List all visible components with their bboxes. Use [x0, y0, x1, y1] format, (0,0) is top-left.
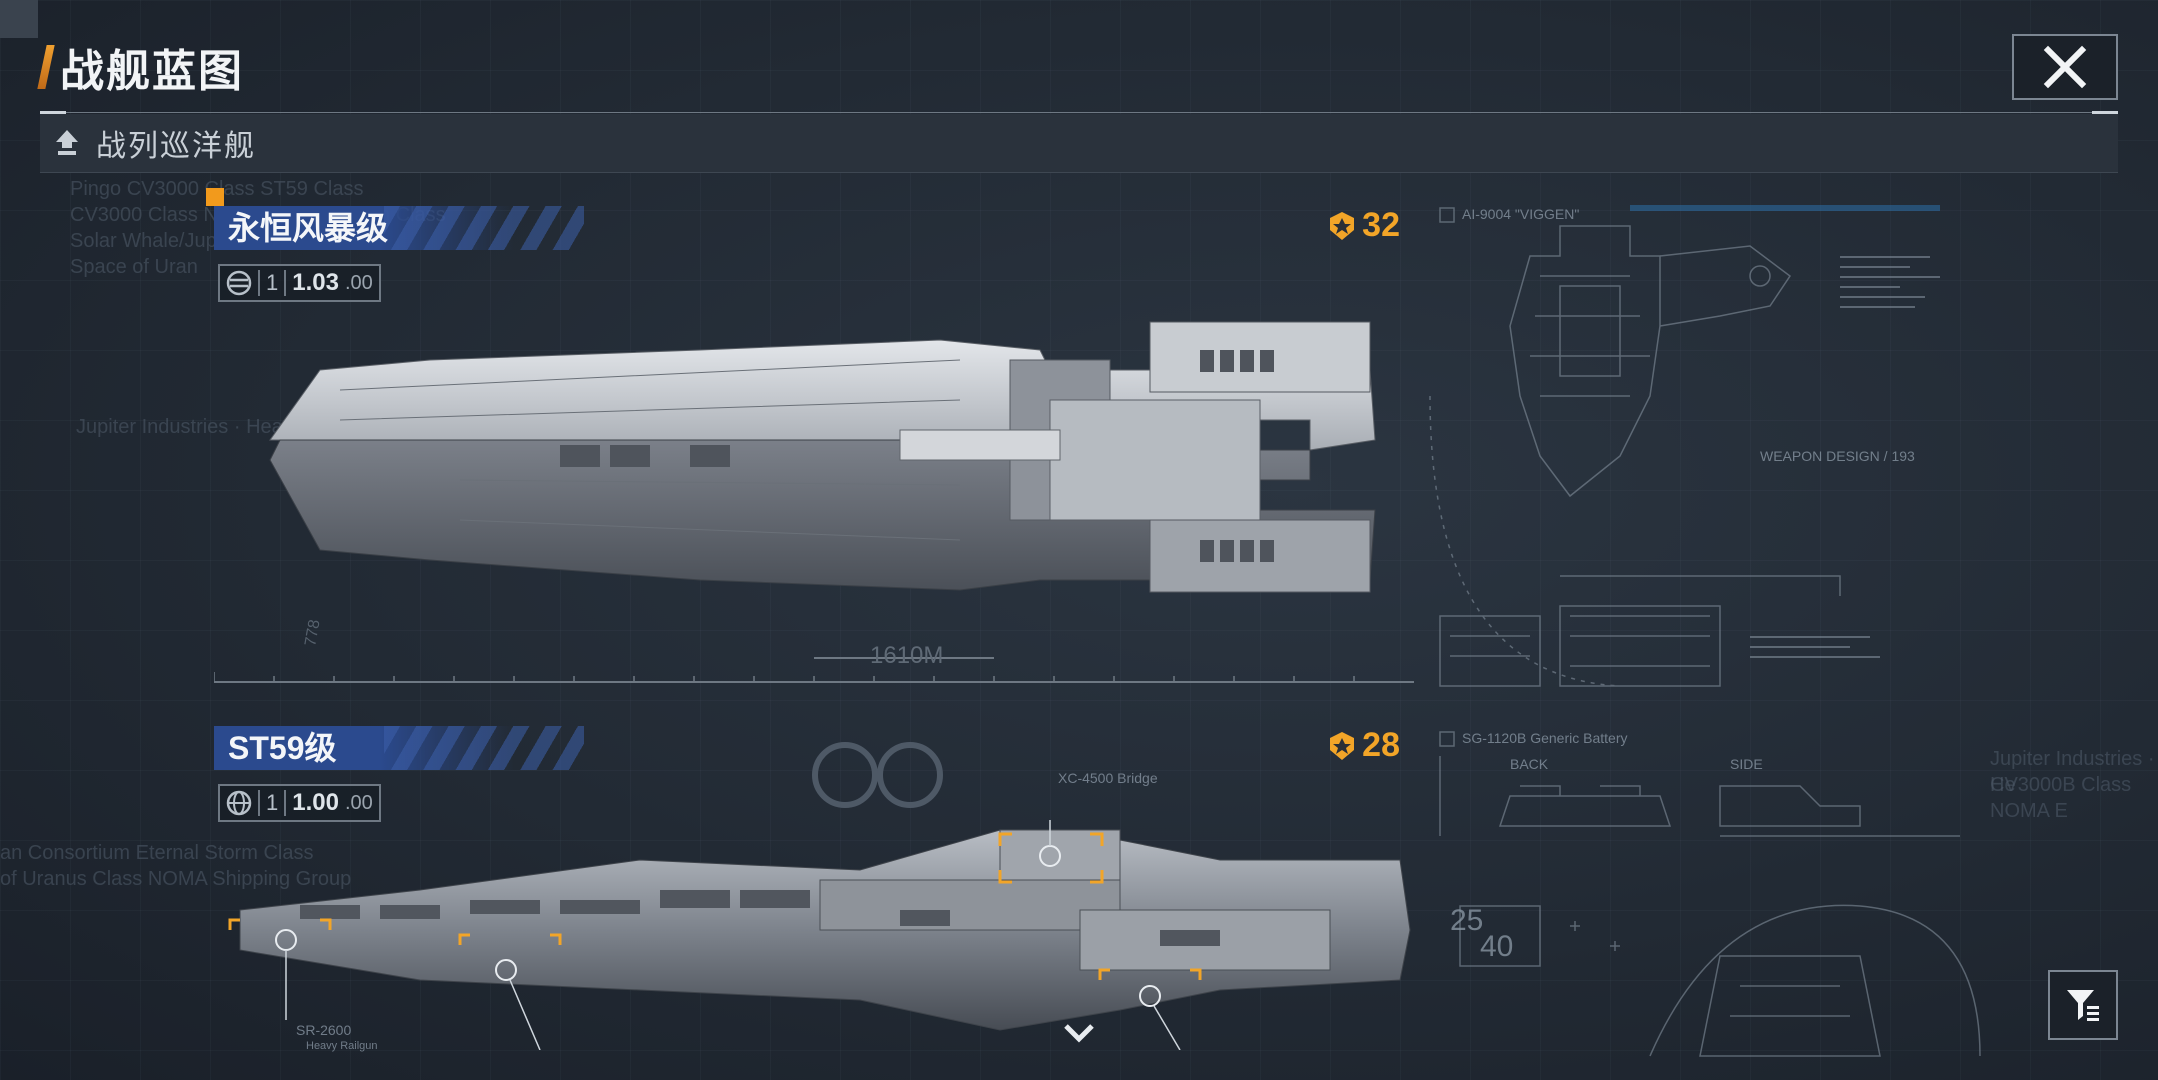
filter-icon	[2067, 990, 2099, 1021]
ship-image[interactable]	[220, 820, 1420, 1050]
emblem-icon	[1330, 731, 1355, 760]
blueprint-drawing	[1439, 731, 1981, 1057]
blueprint-title: SG-1120B Generic Battery	[1462, 730, 1628, 746]
corner-decoration	[0, 0, 38, 38]
category-label: 战列巡洋舰	[96, 130, 256, 163]
chevron-down-icon[interactable]	[1060, 1020, 1098, 1046]
close-button[interactable]	[2012, 34, 2118, 100]
ship-value-decimal: .00	[344, 271, 373, 294]
ship-name: 永恒风暴级	[228, 210, 389, 246]
blueprint-caption: BACK	[1510, 756, 1549, 772]
blueprint-caption: SIDE	[1730, 756, 1763, 772]
new-indicator	[206, 188, 224, 206]
decorative-gauge	[812, 742, 943, 808]
banner-stripes	[384, 726, 584, 770]
ship-name: ST59级	[228, 730, 337, 766]
ship-stat: 1 1.03 .00	[218, 264, 381, 302]
ship-score: 28	[1326, 726, 1400, 765]
component-sublabel: Heavy Railgun	[306, 1040, 378, 1052]
page-header: 战舰蓝图	[37, 42, 244, 96]
length-ruler	[214, 657, 1414, 683]
emblem-icon	[1330, 211, 1355, 240]
blueprint-caption: WEAPON DESIGN / 193	[1760, 448, 1915, 464]
filter-button[interactable]	[2048, 970, 2118, 1040]
blueprint-number: 40	[1480, 930, 1514, 963]
radar-icon	[226, 270, 252, 296]
page-title: 战舰蓝图	[60, 47, 244, 96]
ship-stat: 1 1.00 .00	[218, 784, 381, 822]
ship-score-value: 28	[1362, 726, 1400, 764]
ghost-text: Space of Uran	[70, 256, 198, 278]
ship-level: 1	[258, 790, 287, 816]
ship-card[interactable]: 永恒风暴级 1 1.03 .00 32	[206, 188, 1404, 706]
blueprint-drawing	[1429, 205, 1940, 687]
blueprint-number: 25	[1450, 904, 1484, 937]
ghost-text: Solar Whale/Jupiter	[70, 230, 245, 252]
ghost-text: an Consortium Eternal Storm Class	[0, 842, 314, 864]
ghost-text: CV3000B Class NOMA E	[1990, 774, 2132, 822]
ghost-text: Jupiter Industries · Heav	[76, 416, 293, 438]
ship-card[interactable]: ST59级 1 1.00 .00 28	[214, 726, 1404, 1066]
blueprint-title: AI-9004 "VIGGEN"	[1462, 206, 1580, 222]
ship-image[interactable]	[260, 310, 1390, 610]
ship-score: 32	[1326, 206, 1400, 245]
globe-icon	[226, 790, 252, 816]
ghost-text: Jupiter Industries · He	[1990, 748, 2155, 796]
ship-value: 1.00	[292, 789, 339, 816]
ship-score-value: 32	[1362, 206, 1400, 244]
component-label: XC-4500 Bridge	[1058, 770, 1158, 786]
ship-level: 1	[258, 270, 287, 296]
ship-value: 1.03	[292, 269, 339, 296]
close-icon	[2043, 45, 2087, 89]
component-label: SR-2600	[296, 1022, 352, 1038]
header-divider	[40, 111, 2118, 114]
category-bar[interactable]: 战列巡洋舰	[40, 114, 2118, 173]
banner-stripes	[384, 206, 584, 250]
ship-value-decimal: .00	[344, 791, 373, 814]
ship-up-icon	[56, 130, 78, 155]
ship-length: 1610M	[870, 642, 944, 669]
ghost-text: of Uranus Class NOMA Shipping Group	[0, 868, 352, 890]
